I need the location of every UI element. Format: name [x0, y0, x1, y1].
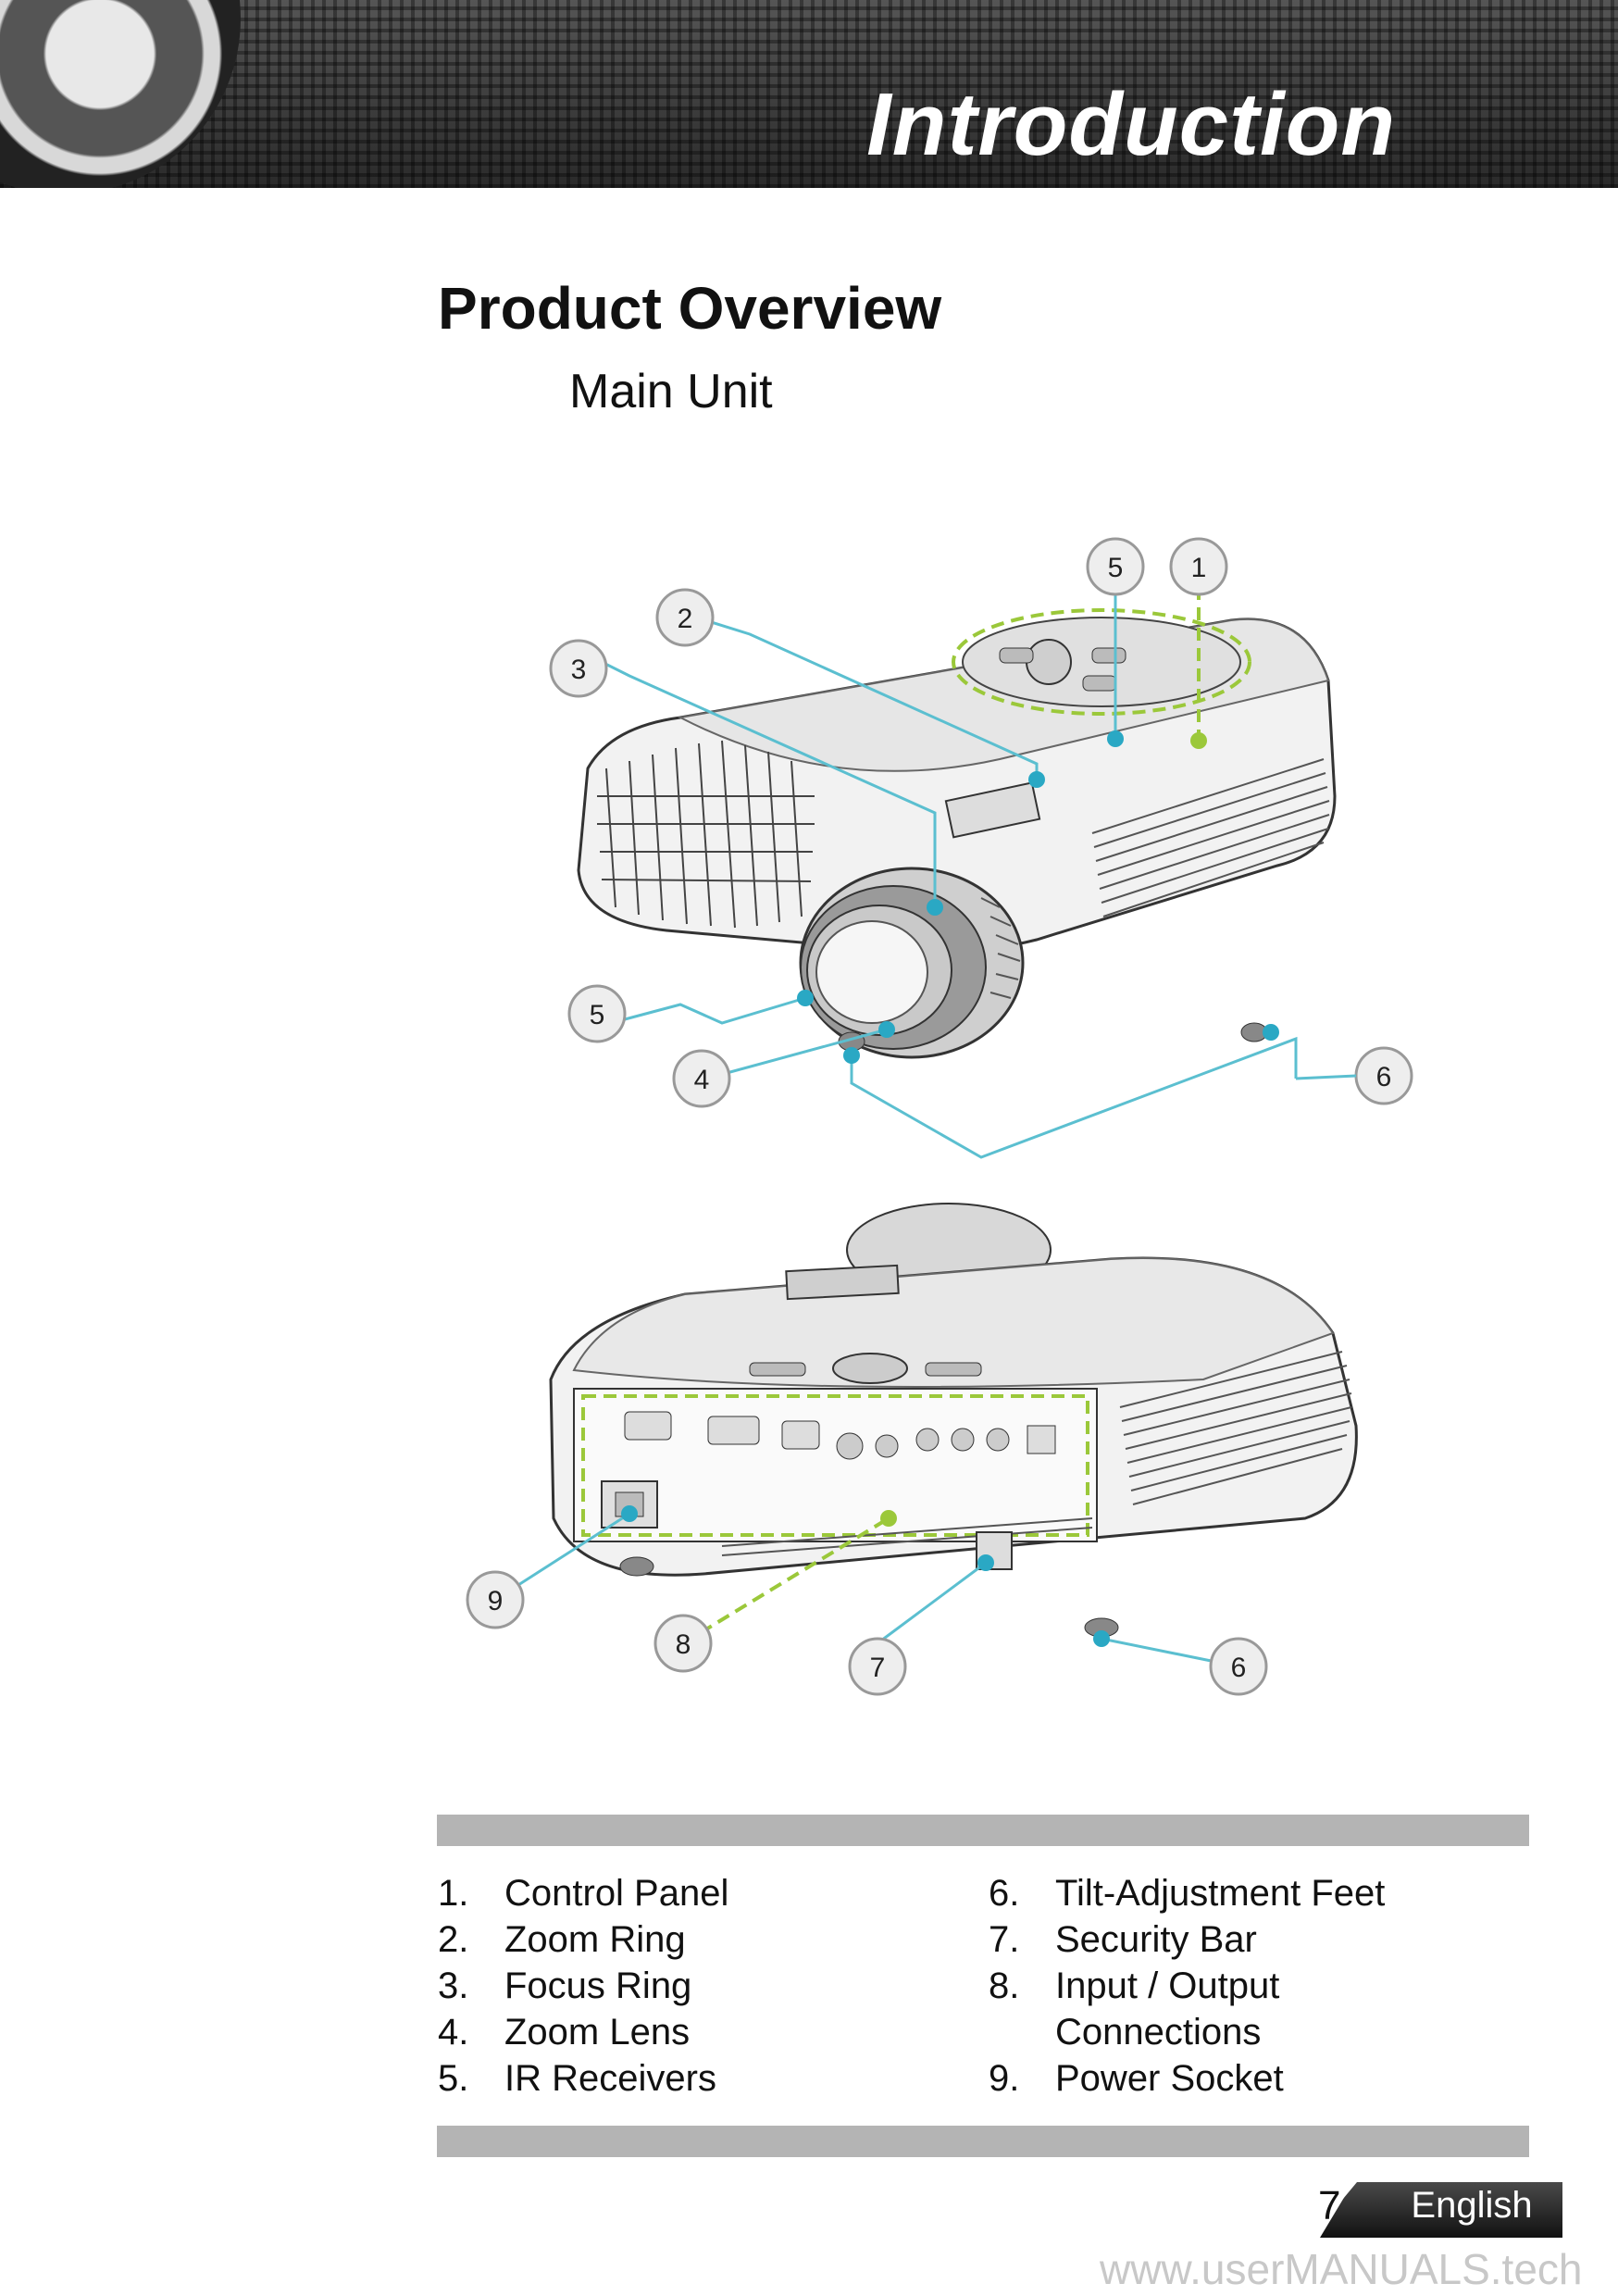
page-title: Product Overview	[438, 275, 942, 342]
projector-rear-illustration	[549, 1203, 1358, 1638]
svg-text:5: 5	[1108, 553, 1124, 583]
legend-item: Connections	[1055, 2012, 1262, 2053]
svg-text:6: 6	[1376, 1062, 1392, 1092]
callout-6-rear: 6	[1209, 1637, 1268, 1696]
page-number: 7	[1318, 2183, 1341, 2228]
legend-item: 5.IR Receivers	[438, 2058, 716, 2099]
lens-graphic-icon	[0, 0, 241, 188]
callout-1: 1	[1169, 537, 1228, 596]
legend-item: 8.Input / Output	[989, 1965, 1280, 2006]
legend-bottom-bar	[437, 2126, 1529, 2157]
svg-text:6: 6	[1231, 1653, 1247, 1683]
projector-diagram: 5 1 2 3 5 4 6	[466, 537, 1413, 1696]
callout-5-side: 5	[567, 984, 627, 1043]
legend-item: 4.Zoom Lens	[438, 2012, 691, 2053]
footer-language: English	[1411, 2185, 1533, 2226]
svg-text:9: 9	[488, 1586, 504, 1616]
svg-text:8: 8	[676, 1629, 691, 1660]
legend-item: 1.Control Panel	[438, 1873, 729, 1914]
callout-5-top: 5	[1086, 537, 1145, 596]
watermark: www.userMANUALS.tech	[1100, 2245, 1583, 2293]
callout-9: 9	[466, 1570, 525, 1629]
legend-top-bar	[437, 1815, 1529, 1846]
svg-text:1: 1	[1191, 553, 1207, 583]
callout-6-front: 6	[1354, 1046, 1413, 1105]
callout-8: 8	[653, 1614, 713, 1673]
footer-language-tab	[1311, 2182, 1562, 2238]
page-subtitle: Main Unit	[569, 365, 773, 418]
section-title: Introduction	[866, 75, 1396, 174]
callout-3: 3	[549, 639, 608, 698]
svg-text:7: 7	[870, 1653, 886, 1683]
legend-item: 7.Security Bar	[989, 1919, 1257, 1960]
svg-text:5: 5	[590, 1000, 605, 1030]
callout-4: 4	[672, 1049, 731, 1108]
projector-front-illustration	[577, 608, 1337, 1059]
legend-item: 9.Power Socket	[989, 2058, 1284, 2099]
svg-text:3: 3	[571, 655, 587, 685]
svg-text:2: 2	[678, 604, 693, 634]
legend-item: 2.Zoom Ring	[438, 1919, 686, 1960]
callout-7: 7	[848, 1637, 907, 1696]
legend-item: 3.Focus Ring	[438, 1965, 692, 2006]
legend-item: 6.Tilt-Adjustment Feet	[989, 1873, 1386, 1914]
svg-text:4: 4	[694, 1065, 710, 1095]
callout-2: 2	[655, 588, 715, 647]
page-header: Introduction	[0, 0, 1618, 188]
